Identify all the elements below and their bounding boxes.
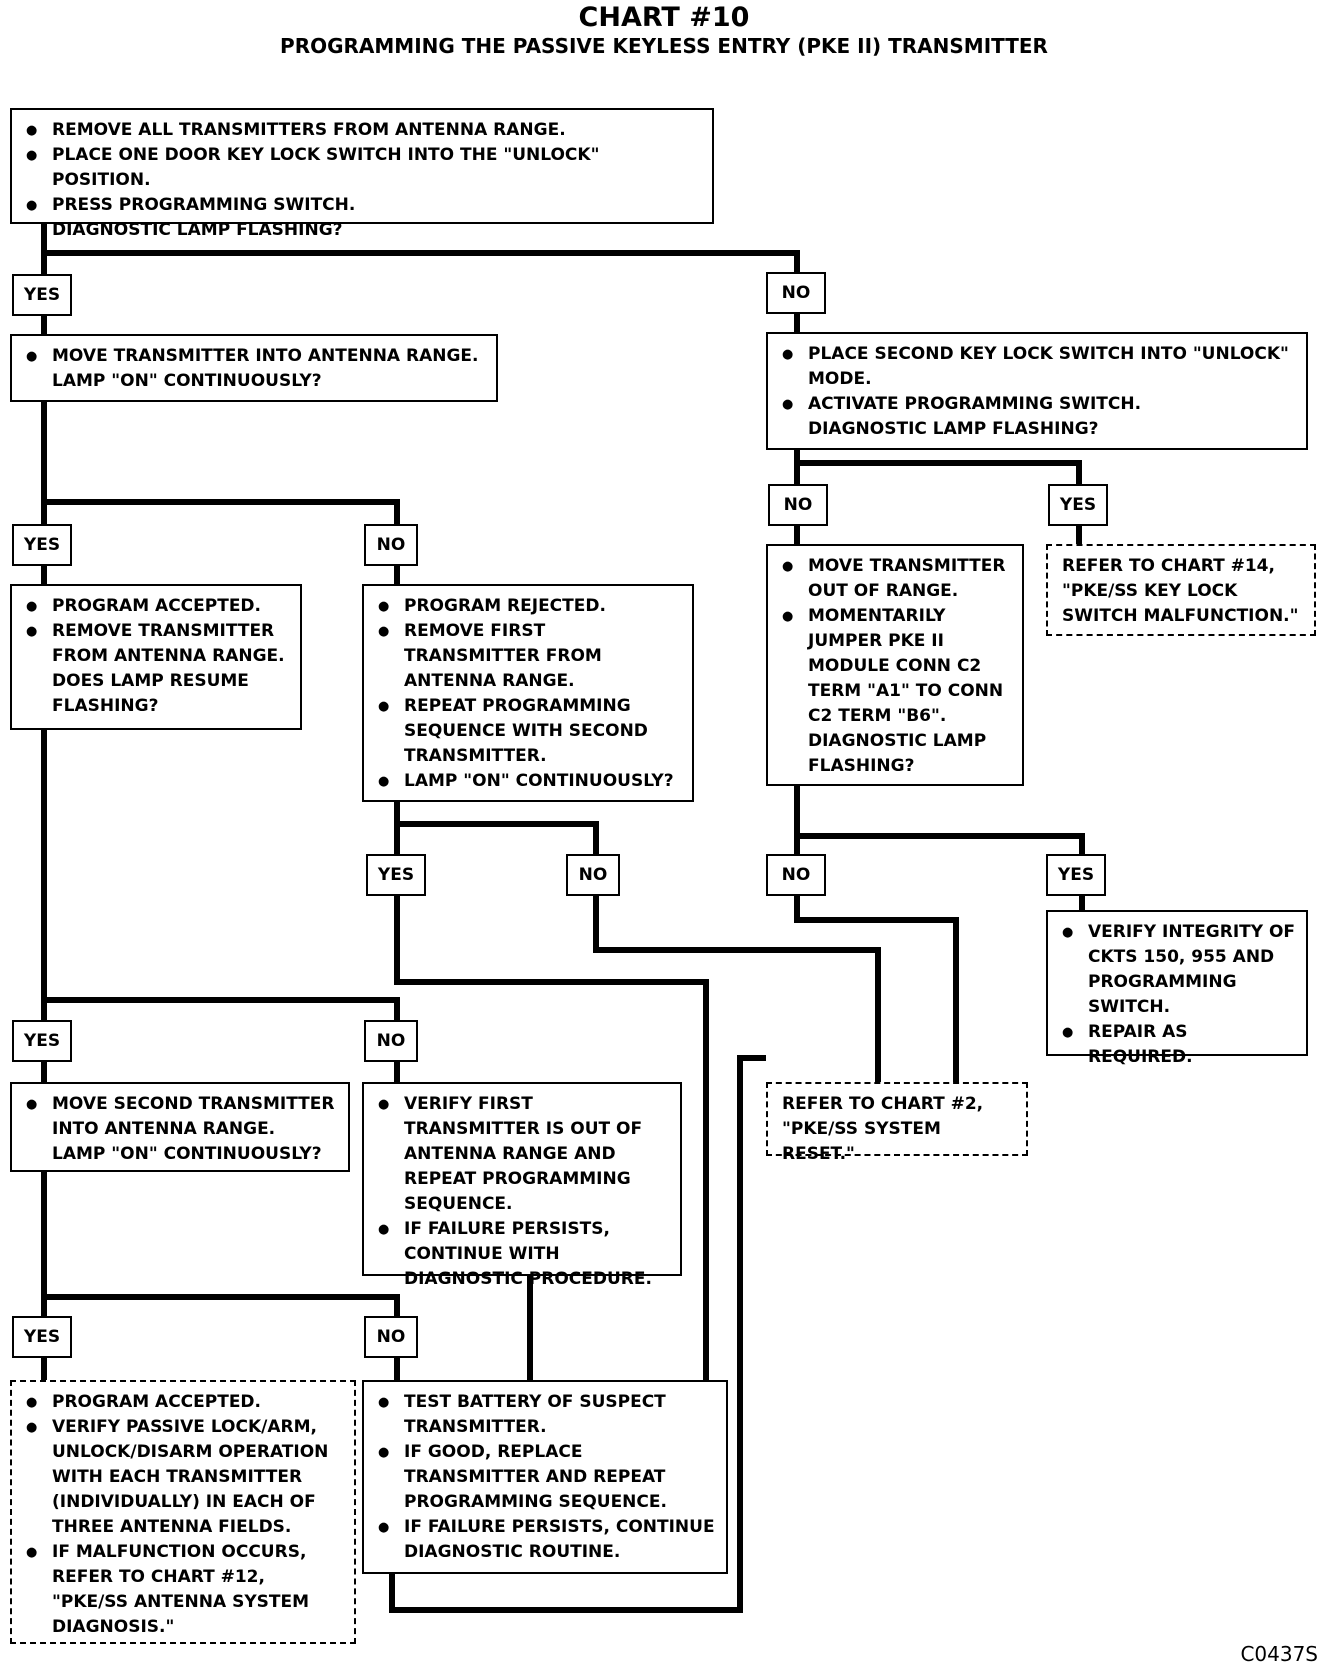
label-no: NO [364,1316,418,1358]
battery-step-3: IF FAILURE PERSISTS, CONTINUE DIAGNOSTIC… [378,1515,716,1565]
line-acc1-split [41,728,400,1025]
label-no: NO [766,272,826,314]
label-yes: YES [1046,854,1106,896]
box-refer-chart-2: REFER TO CHART #2, "PKE/SS SYSTEM RESET.… [766,1082,1028,1164]
accepted2-step-2: VERIFY PASSIVE LOCK/ARM, UNLOCK/DISARM O… [26,1415,344,1540]
move-tx-step: MOVE TRANSMITTER INTO ANTENNA RANGE. [26,344,486,369]
chart-subtitle: PROGRAMMING THE PASSIVE KEYLESS ENTRY (P… [280,34,1048,58]
label-yes: YES [366,854,426,896]
box-program-accepted-final: PROGRAM ACCEPTED. VERIFY PASSIVE LOCK/AR… [10,1380,356,1644]
label-no: NO [766,854,826,896]
chart-title: CHART #10 [578,2,750,33]
label-no: NO [768,484,828,526]
verify-ckts-step-2: REPAIR AS REQUIRED. [1062,1020,1296,1070]
line-rej-no-ref2 [593,892,881,1082]
accepted2-step-1: PROGRAM ACCEPTED. [26,1390,344,1415]
move-tx-question: LAMP "ON" CONTINUOUSLY? [52,371,322,391]
box-second-switch: PLACE SECOND KEY LOCK SWITCH INTO "UNLOC… [766,332,1308,450]
line-rej-split [394,801,599,860]
accepted2-step-3: IF MALFUNCTION OCCURS, REFER TO CHART #1… [26,1540,344,1640]
line-rej-yes-battery [394,892,709,1380]
box-verify-first-transmitter: VERIFY FIRST TRANSMITTER IS OUT OF ANTEN… [362,1082,682,1289]
label-yes: YES [12,1316,72,1358]
rejected-question: LAMP "ON" CONTINUOUSLY? [378,769,682,794]
start-step-2: PLACE ONE DOOR KEY LOCK SWITCH INTO THE … [26,143,702,193]
box-verify-circuits: VERIFY INTEGRITY OF CKTS 150, 955 AND PR… [1046,910,1308,1067]
label-yes: YES [12,1020,72,1062]
label-no: NO [364,524,418,566]
second-switch-step-2: ACTIVATE PROGRAMMING SWITCH. [782,392,1296,417]
second-switch-step-1: PLACE SECOND KEY LOCK SWITCH INTO "UNLOC… [782,342,1296,392]
verify-first-step-2: IF FAILURE PERSISTS, CONTINUE WITH DIAGN… [378,1217,670,1292]
start-question: DIAGNOSTIC LAMP FLASHING? [52,220,343,240]
box-move-transmitter: MOVE TRANSMITTER INTO ANTENNA RANGE. LAM… [10,334,498,402]
battery-step-2: IF GOOD, REPLACE TRANSMITTER AND REPEAT … [378,1440,716,1515]
accepted1-step-1: PROGRAM ACCEPTED. [26,594,290,619]
start-step-3: PRESS PROGRAMMING SWITCH. [26,193,702,218]
line-start-no [44,250,800,278]
line-battery-ref2 [389,1055,766,1613]
label-yes: YES [12,524,72,566]
start-step-1: REMOVE ALL TRANSMITTERS FROM ANTENNA RAN… [26,118,702,143]
second-switch-question: DIAGNOSTIC LAMP FLASHING? [808,419,1099,439]
line-second-split [794,448,1082,488]
verify-first-step-1: VERIFY FIRST TRANSMITTER IS OUT OF ANTEN… [378,1092,670,1217]
verify-ckts-step-1: VERIFY INTEGRITY OF CKTS 150, 955 AND PR… [1062,920,1296,1020]
accepted1-question: DOES LAMP RESUME FLASHING? [52,671,249,716]
box-jumper-module: MOVE TRANSMITTER OUT OF RANGE. MOMENTARI… [766,544,1024,786]
jumper-question: DIAGNOSTIC LAMP FLASHING? [808,731,987,776]
line-jumper-no-ref2 [794,892,959,1082]
ref2-text: REFER TO CHART #2, "PKE/SS SYSTEM RESET.… [782,1094,984,1164]
box-program-accepted: PROGRAM ACCEPTED. REMOVE TRANSMITTER FRO… [10,584,302,730]
box-program-rejected: PROGRAM REJECTED. REMOVE FIRST TRANSMITT… [362,584,694,802]
box-test-battery: TEST BATTERY OF SUSPECT TRANSMITTER. IF … [362,1380,728,1574]
rejected-step-2: REMOVE FIRST TRANSMITTER FROM ANTENNA RA… [378,619,682,694]
label-no: NO [364,1020,418,1062]
box-refer-chart-14: REFER TO CHART #14, "PKE/SS KEY LOCK SWI… [1046,544,1316,636]
jumper-step-1: MOVE TRANSMITTER OUT OF RANGE. [782,554,1012,604]
label-no: NO [566,854,620,896]
battery-step-1: TEST BATTERY OF SUSPECT TRANSMITTER. [378,1390,716,1440]
box-second-transmitter: MOVE SECOND TRANSMITTER INTO ANTENNA RAN… [10,1082,350,1172]
line-jumper-split [794,784,1085,860]
label-yes: YES [12,274,72,316]
label-yes: YES [1048,484,1108,526]
rejected-step-1: PROGRAM REJECTED. [378,594,682,619]
rejected-step-3: REPEAT PROGRAMMING SEQUENCE WITH SECOND … [378,694,682,769]
figure-code: C0437S [1240,1642,1318,1666]
ref14-text: REFER TO CHART #14, "PKE/SS KEY LOCK SWI… [1062,556,1299,626]
second-tx-question: LAMP "ON" CONTINUOUSLY? [52,1144,322,1164]
box-start: REMOVE ALL TRANSMITTERS FROM ANTENNA RAN… [10,108,714,240]
accepted1-step-2: REMOVE TRANSMITTER FROM ANTENNA RANGE. [26,619,290,669]
line-secondtx-split [41,1170,400,1322]
line-move-split [41,400,400,528]
second-tx-step: MOVE SECOND TRANSMITTER INTO ANTENNA RAN… [26,1092,338,1142]
jumper-step-2: MOMENTARILY JUMPER PKE II MODULE CONN C2… [782,604,1012,729]
